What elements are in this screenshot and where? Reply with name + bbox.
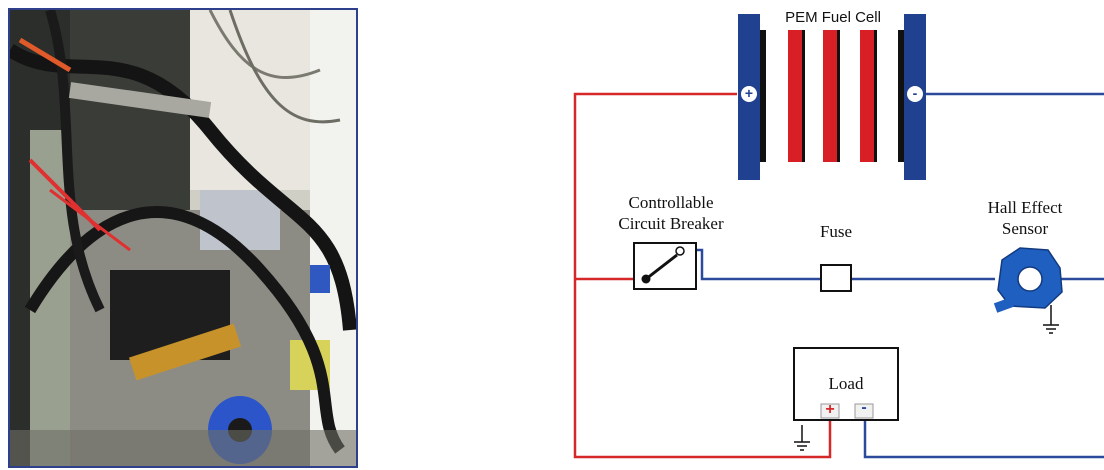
load-minus-label: -: [861, 399, 867, 416]
load-label: Load: [828, 374, 864, 393]
test-bench-photo: [8, 8, 358, 468]
fuel-cell-stack: [738, 14, 926, 180]
hall-effect-sensor-icon: [993, 247, 1063, 334]
sensor-label-line2: Sensor: [1001, 219, 1049, 238]
breaker-label-line2: Circuit Breaker: [618, 214, 724, 233]
ground-icon: [794, 425, 810, 451]
positive-terminal-label: +: [744, 85, 754, 101]
negative-terminal-label: -: [912, 85, 918, 101]
fuse-icon: [820, 264, 852, 292]
fuel-cell-label: PEM Fuel Cell: [785, 9, 881, 26]
positive-wire: [573, 92, 832, 459]
circuit-breaker-icon: [633, 242, 697, 290]
load-plus-label: +: [825, 401, 835, 418]
load-box: [793, 347, 899, 421]
photo-of-test-bench-icon: [10, 10, 356, 466]
breaker-label-line1: Controllable: [628, 193, 714, 212]
fuse-label: Fuse: [819, 222, 853, 241]
sensor-label-line1: Hall Effect: [987, 198, 1063, 217]
positive-terminal-icon: [741, 86, 757, 102]
negative-terminal-icon: [907, 86, 923, 102]
circuit-diagram: PEM Fuel Cell + - Controllable Circuit B…: [540, 0, 1104, 470]
